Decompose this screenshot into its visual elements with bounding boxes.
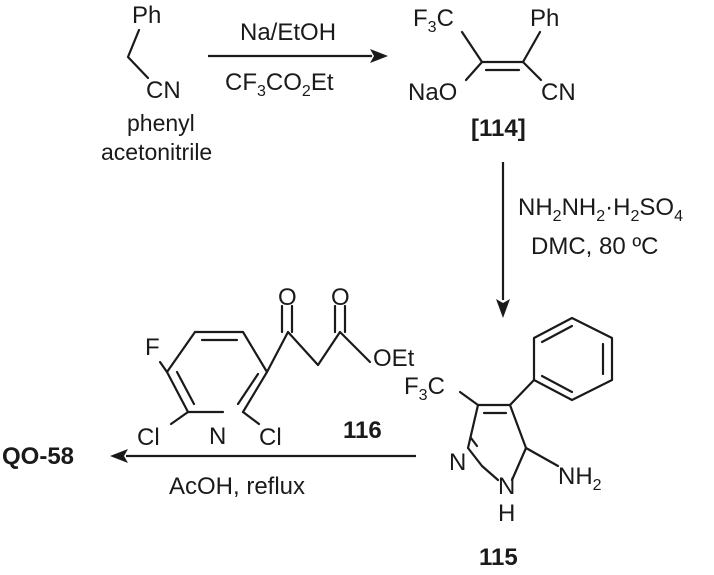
intermediate-114-ph-label: Ph: [530, 5, 559, 32]
compound-116-ring-double-3: [175, 370, 196, 406]
compound-116-ring: [165, 330, 269, 414]
intermediate-114-f3c-label: F3C: [413, 5, 454, 36]
compound-116-cl-left-label: Cl: [137, 424, 160, 451]
compound-116-cl-right-label: Cl: [259, 424, 282, 451]
compound-115-pyrazole-ring: [466, 403, 528, 482]
step2-reagent-line2: DMC, 80 ºC: [531, 233, 658, 260]
compound-115-bond-nh2: [524, 446, 560, 468]
compound-115-bond-ph: [508, 378, 536, 407]
product-qo58-label: QO-58: [2, 443, 74, 470]
compound-116-ester-carbonyl: [333, 304, 347, 334]
step3-arrowhead: [110, 449, 128, 463]
compound-115-nh-h-label: H: [498, 500, 515, 527]
compound-115-phenyl-double-2: [540, 374, 574, 394]
compound-116-o2-label: O: [331, 284, 350, 311]
step1-arrowhead: [370, 49, 388, 63]
phenylacetonitrile-ph-label: Ph: [132, 2, 161, 29]
compound-116-f-label: F: [145, 334, 160, 361]
compound-115-n-label: N: [449, 449, 466, 476]
step3-conditions: AcOH, reflux: [169, 473, 305, 500]
step2-arrow: [496, 162, 510, 318]
phenylacetonitrile-name-line2: acetonitrile: [101, 139, 212, 165]
compound-116-oet-label: OEt: [373, 345, 415, 372]
intermediate-114-bond-cf3: [460, 30, 484, 64]
compound-115-structure: F3C N N H NH2 115: [404, 316, 614, 571]
compound-115-nh2-label: NH2: [558, 463, 602, 494]
compound-116-structure: F Cl N Cl O O OEt 116: [137, 284, 415, 451]
intermediate-114-bond-ph: [521, 30, 542, 64]
intermediate-114-cn-label: CN: [541, 79, 576, 106]
compound-116-side-chain: [265, 330, 372, 374]
step1-reagent-top: Na/EtOH: [240, 19, 336, 46]
compound-116-bond-cl-right: [241, 410, 261, 426]
compound-116-label: 116: [343, 417, 382, 444]
step1-arrow: [208, 49, 388, 63]
compound-115-f3c-label: F3C: [404, 373, 445, 404]
intermediate-114-structure: F3C Ph NaO CN [114]: [408, 5, 576, 142]
intermediate-114-bond-ona: [464, 60, 484, 82]
intermediate-114-bond-cn: [521, 60, 543, 82]
intermediate-114-label: [114]: [471, 115, 526, 142]
step2-arrowhead: [496, 299, 510, 318]
intermediate-114-nao-label: NaO: [408, 79, 457, 106]
step1-reagent-bottom: CF3CO2Et: [225, 69, 334, 100]
compound-115-nh-n-label: N: [498, 473, 515, 500]
compound-115-bond-cf3: [458, 390, 480, 407]
compound-115-pyrazole-double-2: [469, 436, 479, 448]
step2-reagent-line1: NH2NH2·H2SO4: [518, 194, 683, 225]
compound-115-phenyl-ring: [532, 316, 614, 402]
compound-116-bond-f: [158, 360, 169, 374]
compound-115-phenyl-double-3: [540, 324, 574, 344]
step3-arrow: [110, 449, 416, 463]
phenylacetonitrile-structure: Ph CN phenyl acetonitrile: [101, 2, 212, 165]
compound-116-o1-label: O: [278, 284, 297, 311]
compound-116-bond-cl-left: [169, 410, 190, 426]
compound-115-label: 115: [479, 544, 518, 571]
compound-116-ring-double-2: [236, 372, 260, 406]
compound-116-ketone: [280, 304, 294, 334]
phenylacetonitrile-bonds: [126, 28, 150, 80]
compound-116-n-label: N: [209, 423, 226, 450]
phenylacetonitrile-name-line1: phenyl: [127, 110, 195, 136]
phenylacetonitrile-cn-label: CN: [146, 77, 181, 104]
